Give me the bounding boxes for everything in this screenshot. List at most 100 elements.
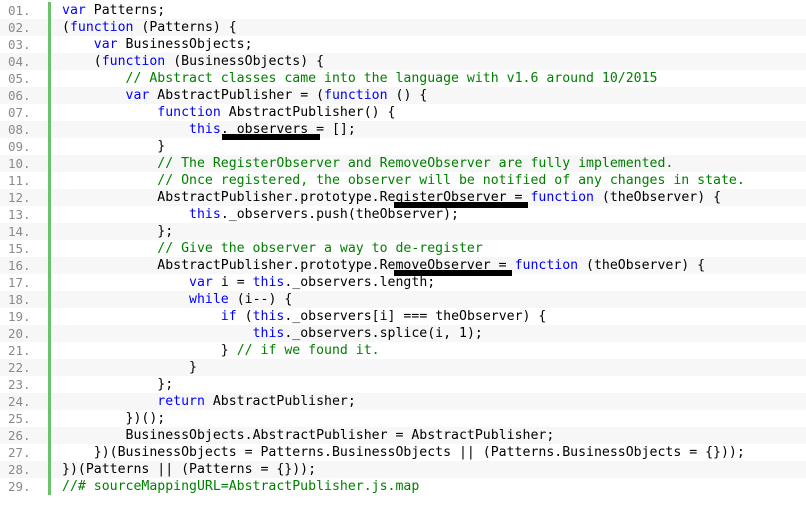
line-number: 10. (8, 156, 31, 171)
gutter-bar (48, 325, 51, 342)
code-line: 25. })(); (0, 410, 806, 427)
code-comment: // Give the observer a way to de-registe… (157, 241, 483, 256)
code-comment: // Abstract classes came into the langua… (125, 71, 658, 86)
line-code: // The RegisterObserver and RemoveObserv… (62, 155, 673, 172)
code-keyword: if (220, 309, 237, 324)
gutter-bar (48, 189, 51, 206)
line-code: this._observers = []; (62, 121, 356, 138)
code-keyword: function (101, 54, 166, 69)
line-code: var i = this._observers.length; (62, 274, 435, 291)
line-code: // Once registered, the observer will be… (62, 172, 745, 189)
code-text: (theObserver) { (578, 258, 706, 273)
line-code: })(Patterns || (Patterns = {})); (62, 461, 316, 478)
code-keyword: var (189, 275, 213, 290)
line-number: 17. (8, 275, 31, 290)
line-number: 19. (8, 309, 31, 324)
code-text: i = (212, 275, 253, 290)
line-code: if (this._observers[i] === theObserver) … (62, 308, 547, 325)
code-line: 21. } // if we found it. (0, 342, 806, 359)
line-number: 14. (8, 224, 31, 239)
code-text: ._observers.splice(i, 1); (284, 326, 483, 341)
line-code: }; (62, 376, 173, 393)
code-line: 27. })(BusinessObjects = Patterns.Busine… (0, 444, 806, 461)
line-code: } (62, 138, 165, 155)
line-code: } (62, 359, 197, 376)
line-number: 25. (8, 411, 31, 426)
code-line: 12. AbstractPublisher.prototype.Register… (0, 189, 806, 206)
code-line: 16. AbstractPublisher.prototype.RemoveOb… (0, 257, 806, 274)
redaction-bar (222, 134, 320, 140)
code-line: 13. this._observers.push(theObserver); (0, 206, 806, 223)
line-number: 21. (8, 343, 31, 358)
line-number: 11. (8, 173, 31, 188)
gutter-bar (48, 427, 51, 444)
code-line: 17. var i = this._observers.length; (0, 274, 806, 291)
code-line: 05. // Abstract classes came into the la… (0, 70, 806, 87)
line-code: var BusinessObjects; (62, 36, 253, 53)
line-code: })(BusinessObjects = Patterns.BusinessOb… (62, 444, 745, 461)
gutter-bar (48, 274, 51, 291)
line-number: 12. (8, 190, 31, 205)
code-line: 02.(function (Patterns) { (0, 19, 806, 36)
gutter-bar (48, 121, 51, 138)
line-number: 15. (8, 241, 31, 256)
code-line: 24. return AbstractPublisher; (0, 393, 806, 410)
gutter-bar (48, 308, 51, 325)
line-code: this._observers.push(theObserver); (62, 206, 459, 223)
code-text: AbstractPublisher.prototype.RegisterObse… (157, 190, 531, 205)
code-line: 01.var Patterns; (0, 2, 806, 19)
gutter-bar (48, 240, 51, 257)
line-code: } // if we found it. (62, 342, 380, 359)
code-keyword: var (93, 37, 118, 52)
code-text: })(Patterns || (Patterns = {})); (62, 462, 317, 477)
code-line: 11. // Once registered, the observer wil… (0, 172, 806, 189)
code-line: 15. // Give the observer a way to de-reg… (0, 240, 806, 257)
line-number: 20. (8, 326, 31, 341)
line-number: 06. (8, 88, 31, 103)
code-line: 03. var BusinessObjects; (0, 36, 806, 53)
line-code: AbstractPublisher.prototype.RegisterObse… (62, 189, 721, 206)
line-code: function AbstractPublisher() { (62, 104, 395, 121)
code-keyword: while (189, 292, 229, 307)
line-number: 03. (8, 37, 31, 52)
code-keyword: function (324, 88, 388, 103)
code-line: 06. var AbstractPublisher = (function ()… (0, 87, 806, 104)
code-text: AbstractPublisher = ( (149, 88, 325, 103)
line-number: 22. (8, 360, 31, 375)
line-number: 23. (8, 377, 31, 392)
code-text: (theObserver) { (593, 190, 722, 205)
code-text: AbstractPublisher; (204, 394, 356, 409)
code-keyword: function (69, 20, 134, 35)
line-number: 05. (8, 71, 31, 86)
gutter-bar (48, 53, 51, 70)
code-keyword: this (252, 309, 285, 324)
line-number: 04. (8, 54, 31, 69)
line-code: (function (BusinessObjects) { (62, 53, 324, 70)
gutter-bar (48, 410, 51, 427)
code-line: 18. while (i--) { (0, 291, 806, 308)
gutter-bar (48, 87, 51, 104)
line-number: 27. (8, 445, 31, 460)
code-keyword: this (189, 122, 221, 137)
line-number: 13. (8, 207, 31, 222)
line-number: 09. (8, 139, 31, 154)
code-keyword: function (157, 105, 221, 120)
line-code: var AbstractPublisher = (function () { (62, 87, 428, 104)
gutter-bar (48, 257, 51, 274)
code-keyword: var (125, 88, 150, 103)
gutter-bar (48, 172, 51, 189)
code-text: (i--) { (228, 292, 293, 307)
line-code: var Patterns; (62, 2, 165, 19)
code-keyword: function (530, 190, 594, 205)
gutter-bar (48, 223, 51, 240)
code-line: 22. } (0, 359, 806, 376)
code-comment: //# sourceMappingURL=AbstractPublisher.j… (62, 479, 420, 494)
code-line: 28.})(Patterns || (Patterns = {})); (0, 461, 806, 478)
gutter-bar (48, 444, 51, 461)
code-text: } (157, 139, 166, 154)
gutter-bar (48, 206, 51, 223)
redaction-bar (394, 202, 528, 208)
code-keyword: this (189, 207, 221, 222)
code-text: }; (157, 377, 174, 392)
line-code: // Abstract classes came into the langua… (62, 70, 658, 87)
